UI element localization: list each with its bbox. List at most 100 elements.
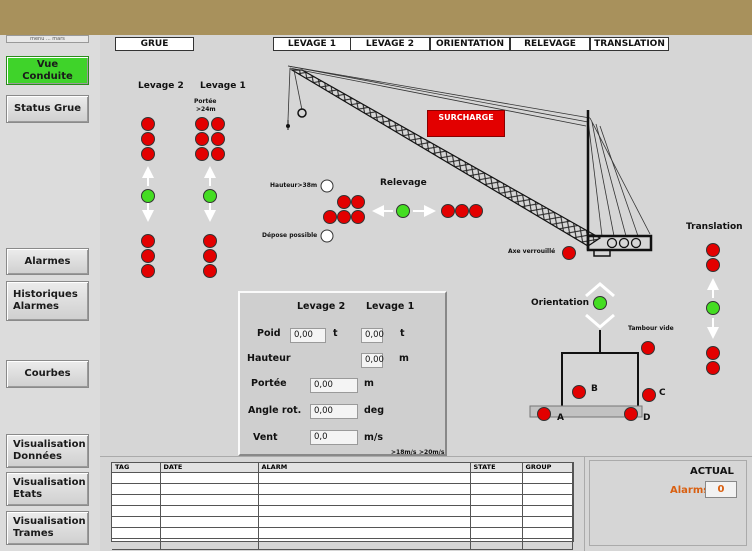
actual-alarms-box <box>589 460 747 546</box>
table-cell <box>470 494 523 506</box>
table-cell <box>112 538 161 550</box>
vent-field[interactable]: 0,0 <box>310 430 358 445</box>
table-cell <box>470 483 523 495</box>
portee-field[interactable]: 0,00 <box>310 378 358 393</box>
vent20-label: >20m/s <box>419 449 445 456</box>
translation-lamp-4 <box>706 361 720 375</box>
table-row[interactable] <box>112 472 573 484</box>
historiques-alarmes-button[interactable]: Historiques Alarmes <box>6 281 89 321</box>
table-cell <box>522 516 573 528</box>
tab-translation[interactable]: TRANSLATION <box>590 37 669 51</box>
hauteur-field[interactable]: 0,00 <box>361 353 384 368</box>
visualisation-trames-button[interactable]: Visualisation Trames <box>6 511 89 545</box>
tab-orientation[interactable]: ORIENTATION <box>430 37 510 51</box>
table-cell <box>258 472 471 484</box>
machinery-house <box>586 234 653 252</box>
table-cell <box>160 527 259 539</box>
support-c-label: C <box>659 388 666 398</box>
axe-verrouille-lamp <box>562 246 576 260</box>
vent18-label: >18m/s <box>391 449 417 456</box>
table-row[interactable] <box>112 527 573 539</box>
levage2-title: Levage 2 <box>138 81 184 91</box>
alarms-count: 0 <box>705 481 737 498</box>
table-row[interactable] <box>112 538 573 550</box>
table-cell <box>522 538 573 550</box>
angle-field[interactable]: 0,00 <box>310 404 358 419</box>
table-cell <box>160 483 259 495</box>
col-alarm: ALARM <box>258 463 471 473</box>
orientation-title: Orientation <box>531 298 590 308</box>
visualisation-donnees-button[interactable]: Visualisation Données <box>6 434 89 468</box>
vue-conduite-button[interactable]: Vue Conduite <box>6 56 89 85</box>
table-row[interactable] <box>112 516 573 528</box>
table-cell <box>112 472 161 484</box>
support-c-lamp <box>642 388 656 402</box>
relevage-status-lamp <box>396 204 410 218</box>
panel-col-levage2: Levage 2 <box>297 301 346 312</box>
table-cell <box>112 483 161 495</box>
poid-label: Poid <box>257 328 281 339</box>
table-cell <box>112 527 161 539</box>
table-cell <box>470 538 523 550</box>
table-cell <box>522 494 573 506</box>
portee-label-panel: Portée <box>251 378 287 389</box>
crane-pedestal <box>561 352 639 408</box>
visualisation-etats-button[interactable]: Visualisation Etats <box>6 472 89 506</box>
measurements-panel <box>238 291 447 456</box>
translation-status-lamp <box>706 301 720 315</box>
surcharge-indicator: SURCHARGE <box>427 110 505 137</box>
relevage-title: Relevage <box>380 178 427 188</box>
table-cell <box>522 527 573 539</box>
levage2-status-lamp <box>141 189 155 203</box>
table-cell <box>160 505 259 517</box>
vertical-separator <box>584 456 585 551</box>
courbes-button[interactable]: Courbes <box>6 360 89 388</box>
status-grue-button[interactable]: Status Grue <box>6 95 89 123</box>
axe-verrouille-label: Axe verrouillé <box>508 248 556 255</box>
depose-lamp <box>320 229 334 243</box>
angle-label: Angle rot. <box>248 405 302 416</box>
table-cell <box>522 483 573 495</box>
portee-24m-label: >24m <box>196 106 216 113</box>
levage1-status-lamp <box>203 189 217 203</box>
portee-label: Portée <box>194 98 217 105</box>
poid-unit-1: t <box>333 328 338 339</box>
bottom-separator <box>100 456 752 457</box>
tambour-vide-lamp <box>641 341 655 355</box>
table-cell <box>522 505 573 517</box>
table-row[interactable] <box>112 505 573 517</box>
table-cell <box>470 516 523 528</box>
alarm-table[interactable]: TAG DATE ALARM STATE GROUP <box>111 462 574 550</box>
table-cell <box>258 483 471 495</box>
support-b-label: B <box>591 384 598 394</box>
table-row[interactable] <box>112 494 573 506</box>
alarmes-button[interactable]: Alarmes <box>6 248 89 275</box>
hauteur-unit: m <box>399 353 409 364</box>
poid-levage1-field[interactable]: 0,00 <box>361 328 384 343</box>
tab-levage2[interactable]: LEVAGE 2 <box>350 37 430 51</box>
poid-levage2-field[interactable]: 0,00 <box>290 328 326 343</box>
actual-title: ACTUAL <box>690 466 734 477</box>
tab-relevage[interactable]: RELEVAGE <box>510 37 590 51</box>
table-row[interactable] <box>112 483 573 495</box>
table-cell <box>258 494 471 506</box>
table-cell <box>160 516 259 528</box>
table-cell <box>160 538 259 550</box>
tab-grue[interactable]: GRUE <box>115 37 194 51</box>
panel-col-levage1: Levage 1 <box>366 301 415 312</box>
translation-lamp-2 <box>706 258 720 272</box>
support-b-lamp <box>572 385 586 399</box>
alarm-rows <box>112 472 573 550</box>
support-d-label: D <box>643 413 651 423</box>
tambour-vide-label: Tambour vide <box>628 325 674 332</box>
translation-title: Translation <box>686 222 743 232</box>
table-cell <box>112 516 161 528</box>
vent-label: Vent <box>253 432 278 443</box>
table-cell <box>112 494 161 506</box>
orientation-status-lamp <box>593 296 607 310</box>
table-cell <box>470 472 523 484</box>
depose-label: Dépose possible <box>262 232 318 239</box>
hauteur38-label: Hauteur>38m <box>270 182 318 189</box>
sidebar-top-text: menu ... mars <box>6 35 89 43</box>
